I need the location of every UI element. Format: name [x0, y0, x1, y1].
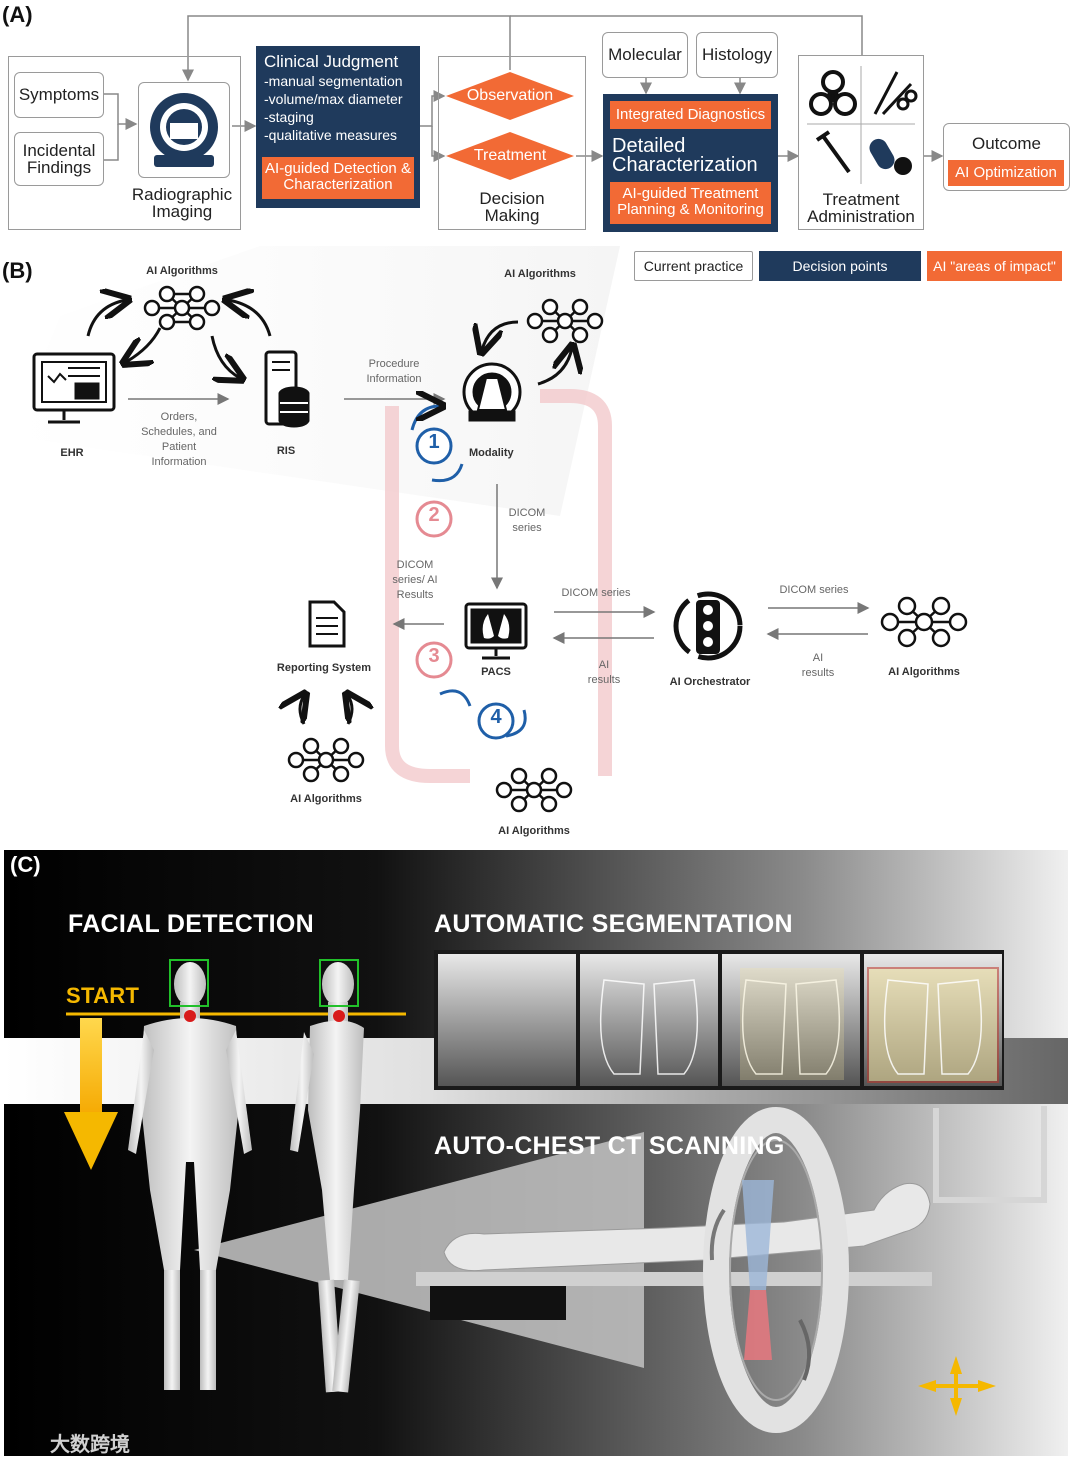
treatment-administration-label: Treatment Administration: [807, 190, 915, 226]
step-number: 4: [490, 706, 502, 728]
step-number: 3: [428, 645, 440, 667]
watermark: 大数跨境: [50, 1432, 130, 1456]
mri-scanner-icon: [150, 93, 218, 167]
outcome-label: Outcome: [972, 134, 1041, 153]
auto-chest-ct-heading: AUTO-CHEST CT SCANNING: [434, 1132, 785, 1160]
step-number: 2: [428, 504, 440, 526]
document-icon: [308, 600, 346, 648]
ehr-label: EHR: [60, 447, 84, 459]
panel-a-connectors: [104, 15, 944, 162]
ai-algorithms-label: AI Algorithms: [888, 666, 960, 678]
histology-box: Histology: [696, 32, 778, 78]
cycle-arrow-icon: [410, 406, 527, 738]
panel-a-label: (A): [2, 2, 33, 27]
server-database-icon: [264, 350, 310, 428]
ehr-monitor-icon: [32, 352, 116, 424]
ai-algorithms-label: AI Algorithms: [504, 268, 576, 280]
standing-figure-side: [290, 962, 364, 1393]
ai-guided-detection-box: AI-guided Detection & Characterization: [262, 157, 414, 199]
dicom-series-label: DICOM series: [561, 587, 631, 599]
step-number: 1: [428, 431, 440, 453]
biohazard-icon: [809, 70, 857, 116]
ai-results-label: AI results: [587, 659, 621, 686]
neural-network-icon: [880, 596, 968, 648]
automatic-segmentation-heading: AUTOMATIC SEGMENTATION: [434, 910, 793, 938]
treatment-administration-box: Treatment Administration: [798, 55, 924, 230]
neural-network-icon: [143, 285, 221, 331]
clinical-judgment-line: -qualitative measures: [264, 127, 398, 143]
dicom-series-label: DICOM series: [508, 507, 546, 534]
imaging-group-frame: [8, 56, 241, 230]
surgical-tools-icon: [873, 71, 918, 116]
integrated-diagnostics-box: Integrated Diagnostics: [610, 101, 771, 129]
clinical-judgment-title: Clinical Judgment: [264, 52, 399, 71]
ai-optimization-box: AI Optimization: [948, 160, 1064, 186]
mri-scanner-tile: [138, 82, 230, 178]
pacs-monitor-icon: [464, 602, 528, 660]
panel-c-label: (C): [10, 852, 41, 877]
move-arrows-icon: [918, 1356, 996, 1416]
neural-network-icon: [526, 298, 604, 344]
ai-orchestrator-label: AI Orchestrator: [669, 676, 751, 688]
decision-making-label: Decision Making: [479, 189, 545, 225]
ai-results-label: AI results: [801, 652, 835, 679]
standing-figure-front: [128, 962, 252, 1390]
decision-diamonds: [446, 72, 574, 180]
traffic-light-orchestrator-icon: [673, 591, 743, 661]
ai-algorithms-label: AI Algorithms: [146, 265, 218, 277]
observation-label: Observation: [466, 87, 554, 104]
dicom-series-label: DICOM series: [779, 584, 849, 596]
ris-label: RIS: [276, 445, 296, 457]
legend-areas-of-impact: AI "areas of impact": [927, 251, 1062, 281]
ai-algorithms-label: AI Algorithms: [498, 825, 570, 837]
panel-b-graphics: [10, 246, 968, 813]
clinical-judgment-line: -staging: [264, 109, 314, 125]
clinical-judgment-line: -volume/max diameter: [264, 91, 403, 107]
facial-detection-heading: FACIAL DETECTION: [68, 910, 315, 938]
pacs-label: PACS: [481, 666, 511, 678]
molecular-box: Molecular: [602, 32, 688, 78]
pill-icon: [869, 138, 912, 175]
detailed-characterization-label: Detailed Characterization: [612, 135, 758, 176]
neural-network-icon: [287, 737, 365, 783]
radiographic-imaging-label: Radiographic Imaging: [131, 185, 233, 221]
reporting-system-label: Reporting System: [276, 662, 372, 674]
start-label: START: [66, 983, 140, 1008]
treatment-label: Treatment: [473, 147, 547, 164]
legend-decision-points: Decision points: [759, 251, 921, 281]
panel-c-scene: [4, 850, 1068, 1456]
symptoms-box: Symptoms: [14, 72, 104, 118]
syringe-icon: [815, 130, 851, 174]
modality-label: Modality: [469, 447, 514, 459]
ai-algorithms-label: AI Algorithms: [290, 793, 362, 805]
panel-b-label: (B): [2, 258, 33, 283]
segmentation-xray-strip: [434, 950, 1004, 1090]
procedure-information-label: Procedure Information: [366, 358, 422, 385]
orders-label: Orders, Schedules, and Patient Informati…: [141, 411, 217, 468]
ai-treatment-planning-box: AI-guided Treatment Planning & Monitorin…: [610, 182, 771, 224]
incidental-findings-box: Incidental Findings: [14, 132, 104, 186]
dicom-series-ai-results-label: DICOM series/ AI Results: [392, 559, 438, 601]
treatment-icons: [807, 66, 918, 184]
clinical-judgment-line: -manual segmentation: [264, 73, 403, 89]
neural-network-icon: [495, 767, 573, 813]
ct-gantry: [703, 1107, 849, 1433]
legend-current-practice: Current practice: [634, 251, 753, 281]
modality-scanner-icon: [462, 362, 522, 422]
decision-group-frame: [438, 56, 586, 230]
